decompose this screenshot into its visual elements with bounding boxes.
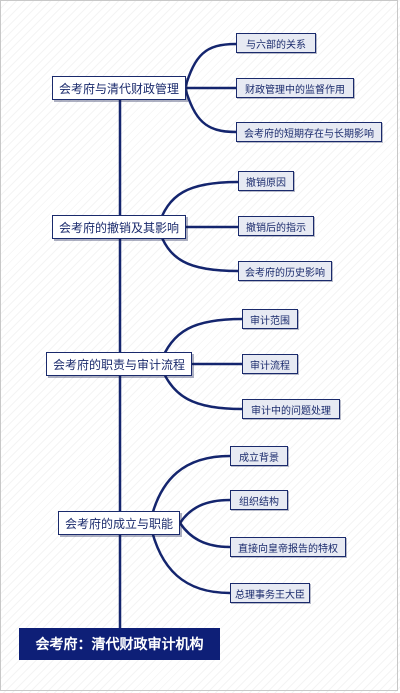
branch-1-node[interactable]: 会考府与清代财政管理 xyxy=(52,76,186,100)
branch-2-child-3[interactable]: 会考府的历史影响 xyxy=(238,261,332,281)
connector-b1-c3 xyxy=(183,86,238,134)
branch-1-child-3[interactable]: 会考府的短期存在与长期影响 xyxy=(236,122,382,142)
branch-4-node[interactable]: 会考府的成立与职能 xyxy=(58,511,180,535)
connector-b4-c1 xyxy=(148,454,232,525)
connector-b4-c2 xyxy=(178,498,232,525)
branch-4-child-4[interactable]: 总理事务王大臣 xyxy=(230,583,310,603)
branch-4-child-1[interactable]: 成立背景 xyxy=(230,446,288,466)
root-node[interactable]: 会考府：清代财政审计机构 xyxy=(19,628,220,660)
branch-1-child-1[interactable]: 与六部的关系 xyxy=(236,33,316,53)
branch-3-node[interactable]: 会考府的职责与审计流程 xyxy=(46,352,192,376)
connector-b1-c1 xyxy=(183,42,238,90)
branch-2-child-2[interactable]: 撤销后的指示 xyxy=(238,216,314,236)
branch-3-child-3[interactable]: 审计中的问题处理 xyxy=(242,399,340,419)
branch-1-child-2[interactable]: 财政管理中的监督作用 xyxy=(236,78,354,98)
branch-2-node[interactable]: 会考府的撤销及其影响 xyxy=(52,215,186,239)
branch-3-child-2[interactable]: 审计流程 xyxy=(242,354,298,374)
branch-4-child-3[interactable]: 直接向皇帝报告的特权 xyxy=(230,537,346,557)
connector-b4-c3 xyxy=(178,521,232,549)
branch-2-child-1[interactable]: 撤销原因 xyxy=(238,171,294,191)
branch-4-child-2[interactable]: 组织结构 xyxy=(230,490,288,510)
connector-b4-c4 xyxy=(148,521,232,595)
branch-3-child-1[interactable]: 审计范围 xyxy=(242,309,298,329)
